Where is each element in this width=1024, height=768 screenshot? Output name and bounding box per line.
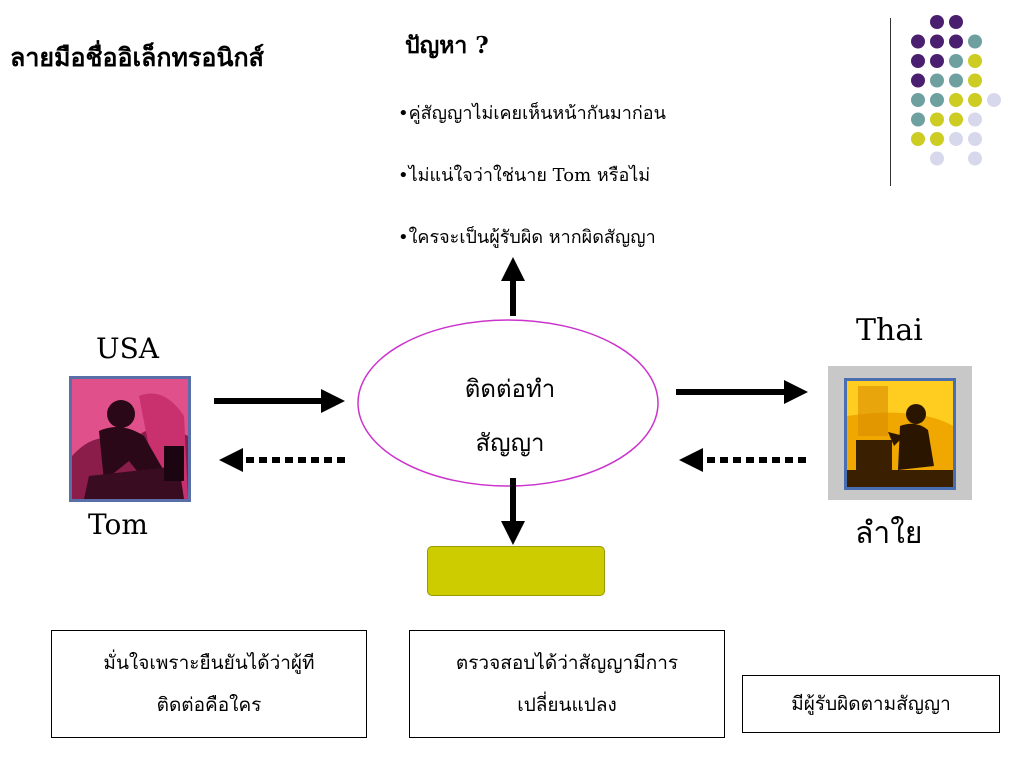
right-person-name: ลำใย — [855, 516, 923, 551]
contract-ellipse — [357, 319, 659, 487]
decorative-dot — [911, 73, 925, 88]
decorative-dot-grid — [911, 15, 1001, 166]
decorative-dot — [930, 15, 944, 29]
decorative-dot — [911, 112, 925, 127]
decorative-dot — [968, 132, 982, 146]
decorative-dot — [930, 34, 944, 49]
problem-heading: ปัญหา ? — [405, 32, 489, 59]
decorative-dot — [930, 112, 944, 127]
decorative-dot — [930, 73, 944, 88]
decorative-dot — [930, 151, 944, 166]
decorative-dot — [949, 93, 963, 107]
decorative-dot — [949, 54, 963, 68]
non-repudiation-box: มีผู้รับผิดตามสัญญา — [742, 675, 1000, 733]
decorative-dot — [930, 132, 944, 146]
right-country-label: Thai — [856, 313, 923, 348]
problem-item: •ใครจะเป็นผู้รับผิด หากผิดสัญญา — [398, 227, 656, 248]
decorative-dot — [949, 34, 963, 49]
decorative-dot — [949, 132, 963, 146]
decorative-dot — [930, 93, 944, 107]
woman-at-computer-photo-icon — [828, 366, 972, 500]
decorative-dot — [911, 54, 925, 68]
decorative-dot — [911, 93, 925, 107]
decorative-dot — [930, 54, 944, 68]
decorative-dot — [968, 93, 982, 107]
decorative-dot — [968, 73, 982, 88]
decorative-dot — [968, 34, 982, 49]
contract-label-line2: สัญญา — [475, 429, 545, 457]
non-repudiation-box-line1: มีผู้รับผิดตามสัญญา — [791, 693, 951, 715]
problem-item: •ไม่แน่ใจว่าใช่นาย Tom หรือไม่ — [398, 165, 651, 186]
authentication-box-line1: มั่นใจเพราะยืนยันได้ว่าผู้ที — [103, 652, 315, 674]
decorative-dot — [911, 132, 925, 146]
decorative-dot — [911, 34, 925, 49]
decorative-dot — [949, 15, 963, 29]
decorative-dot — [949, 112, 963, 127]
decorative-dot — [968, 151, 982, 166]
decorative-dot — [968, 54, 982, 68]
contract-label-line1: ติดต่อทำ — [464, 375, 556, 403]
left-person-name: Tom — [88, 508, 148, 541]
problem-item: •คู่สัญญาไม่เคยเห็นหน้ากันมาก่อน — [398, 103, 666, 124]
integrity-box-line1: ตรวจสอบได้ว่าสัญญามีการ — [455, 652, 679, 674]
hash-box — [427, 546, 605, 596]
authentication-box-line2: ติดต่อคือใคร — [156, 694, 262, 716]
integrity-box: ตรวจสอบได้ว่าสัญญามีการ เปลี่ยนแปลง — [409, 630, 725, 738]
contract-label: ติดต่อทำ สัญญา — [410, 362, 610, 470]
left-country-label: USA — [96, 332, 159, 365]
decorative-divider — [890, 18, 891, 186]
man-at-computer-photo-icon — [69, 376, 191, 502]
decorative-dot — [987, 93, 1001, 107]
decorative-dot — [968, 112, 982, 127]
integrity-box-line2: เปลี่ยนแปลง — [517, 694, 617, 716]
authentication-box: มั่นใจเพราะยืนยันได้ว่าผู้ที ติดต่อคือใค… — [51, 630, 367, 738]
decorative-dot — [949, 73, 963, 88]
slide-title: ลายมือชื่ออิเล็กทรอนิกส์ — [10, 43, 264, 72]
